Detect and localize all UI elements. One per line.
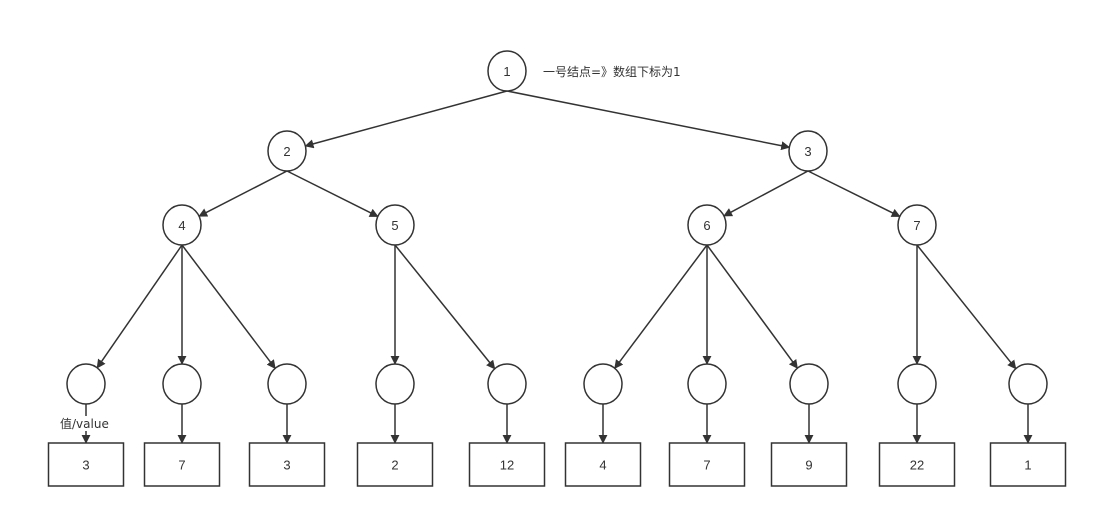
value-box-rect	[564, 442, 642, 487]
leaf-edge-5	[614, 244, 708, 370]
tree-node-7: 7	[897, 204, 937, 246]
node-circle	[897, 204, 937, 246]
node-label: 1	[503, 64, 510, 79]
node-label: 4	[178, 218, 185, 233]
leaf-node	[897, 363, 937, 405]
value-box-rect	[47, 442, 125, 487]
root-annotation: 一号结点=》数组下标为1	[543, 64, 681, 79]
leaf-edge-0	[96, 244, 183, 369]
leaf-node	[162, 363, 202, 405]
value-label: 7	[703, 458, 710, 473]
value-box-rect	[143, 442, 221, 487]
leaf-circle	[1008, 363, 1048, 405]
tree-node-5: 5	[375, 204, 415, 246]
edges-layer	[81, 90, 1033, 444]
value-box: 4	[564, 442, 642, 487]
tree-node-1: 1	[487, 50, 527, 92]
leaf-edge-7	[706, 244, 798, 369]
node-label: 6	[703, 218, 710, 233]
leaf-node	[687, 363, 727, 405]
value-box-rect	[770, 442, 848, 487]
leaf-node	[267, 363, 307, 405]
node-circle	[788, 130, 828, 172]
leaf-circle	[375, 363, 415, 405]
node-label: 2	[283, 144, 290, 159]
leaf-circle	[687, 363, 727, 405]
leaf-node	[1008, 363, 1048, 405]
leaf-node	[487, 363, 527, 405]
value-box: 7	[668, 442, 746, 487]
leaf-node	[66, 363, 106, 405]
leaf-node	[789, 363, 829, 405]
value-box-rect	[668, 442, 746, 487]
node-circle	[375, 204, 415, 246]
value-label: 22	[910, 458, 924, 473]
value-box: 3	[47, 442, 125, 487]
node-circle	[267, 130, 307, 172]
tree-node-6: 6	[687, 204, 727, 246]
leaf-circle	[897, 363, 937, 405]
leaf-circle	[789, 363, 829, 405]
leaf-edge-9	[916, 244, 1017, 370]
tree-edge-n1-n3	[506, 90, 791, 151]
value-box-rect	[356, 442, 434, 487]
node-label: 3	[804, 144, 811, 159]
leaf-edge-4	[394, 244, 496, 370]
value-label: 2	[391, 458, 398, 473]
value-label: 12	[500, 458, 514, 473]
tree-node-3: 3	[788, 130, 828, 172]
node-circle	[687, 204, 727, 246]
value-box: 12	[468, 442, 546, 487]
node-label: 7	[913, 218, 920, 233]
leaf-node	[583, 363, 623, 405]
node-label: 5	[391, 218, 398, 233]
leaf-circle	[162, 363, 202, 405]
value-box: 3	[248, 442, 326, 487]
value-box-rect	[248, 442, 326, 487]
value-box: 22	[878, 442, 956, 487]
value-label: 3	[283, 458, 290, 473]
leaf-circle	[487, 363, 527, 405]
value-label: 1	[1024, 458, 1031, 473]
value-annotation: 值/value	[60, 416, 109, 431]
leaf-edge-2	[181, 244, 276, 370]
value-label: 7	[178, 458, 185, 473]
tree-edge-n1-n2	[304, 90, 508, 149]
value-label: 4	[599, 458, 606, 473]
value-box: 9	[770, 442, 848, 487]
tree-edge-n3-n6	[723, 170, 809, 217]
tree-node-2: 2	[267, 130, 307, 172]
node-circle	[487, 50, 527, 92]
tree-node-4: 4	[162, 204, 202, 246]
tree-edge-n2-n5	[286, 170, 379, 218]
value-box-rect	[989, 442, 1067, 487]
leaf-circle	[66, 363, 106, 405]
leaf-circle	[583, 363, 623, 405]
tree-edge-n3-n7	[807, 170, 901, 218]
value-box-rect	[878, 442, 956, 487]
leaf-node	[375, 363, 415, 405]
leaf-circle	[267, 363, 307, 405]
value-box: 2	[356, 442, 434, 487]
value-label: 9	[805, 458, 812, 473]
value-box: 1	[989, 442, 1067, 487]
tree-edge-n2-n4	[198, 170, 288, 217]
value-annotation-backing	[59, 416, 110, 431]
node-circle	[162, 204, 202, 246]
value-label: 3	[82, 458, 89, 473]
value-box-rect	[468, 442, 546, 487]
value-box: 7	[143, 442, 221, 487]
